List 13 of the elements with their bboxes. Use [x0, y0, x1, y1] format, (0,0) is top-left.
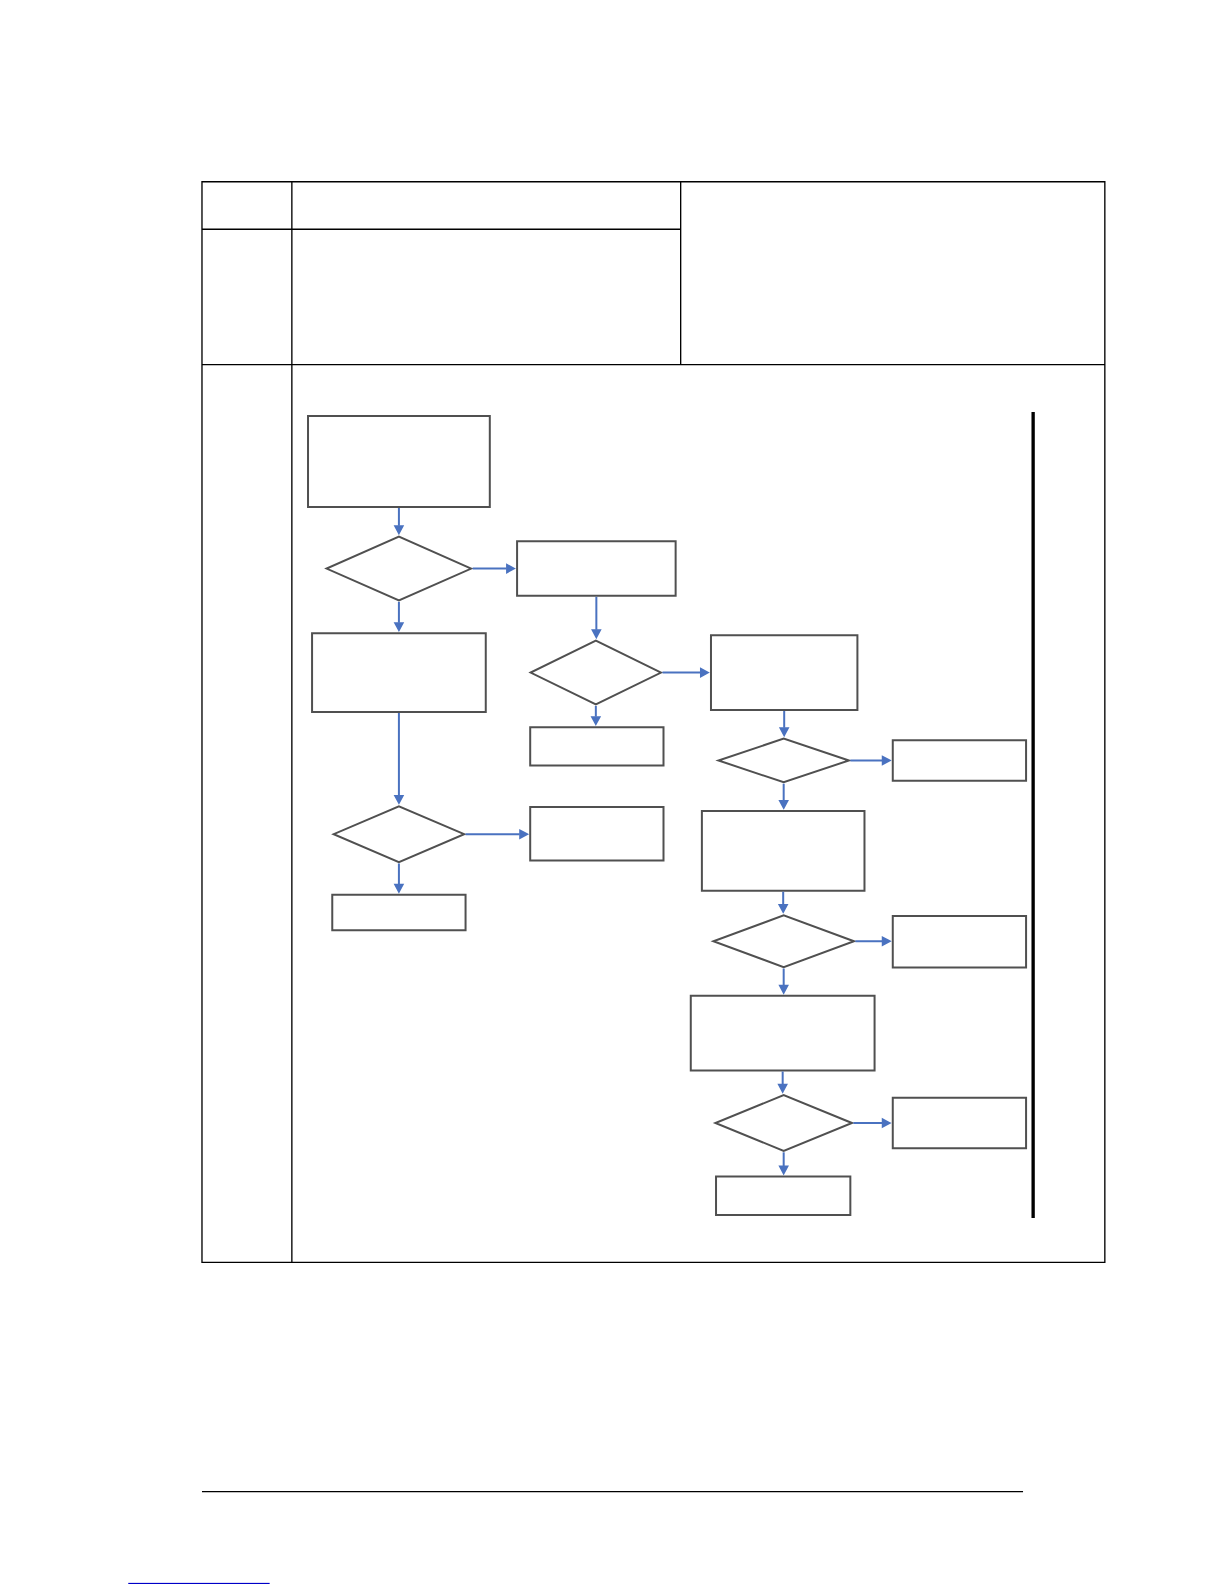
- process-box: [710, 634, 859, 711]
- process-box: [891, 915, 1028, 969]
- process-box: [311, 632, 487, 713]
- process-box: [331, 893, 467, 932]
- process-box: [307, 415, 491, 508]
- process-box: [715, 1175, 852, 1216]
- process-box: [700, 809, 866, 892]
- process-box: [529, 805, 665, 862]
- process-box: [689, 994, 876, 1072]
- process-box: [516, 540, 677, 597]
- process-box: [891, 739, 1028, 782]
- process-box: [891, 1096, 1028, 1150]
- process-box: [529, 726, 665, 767]
